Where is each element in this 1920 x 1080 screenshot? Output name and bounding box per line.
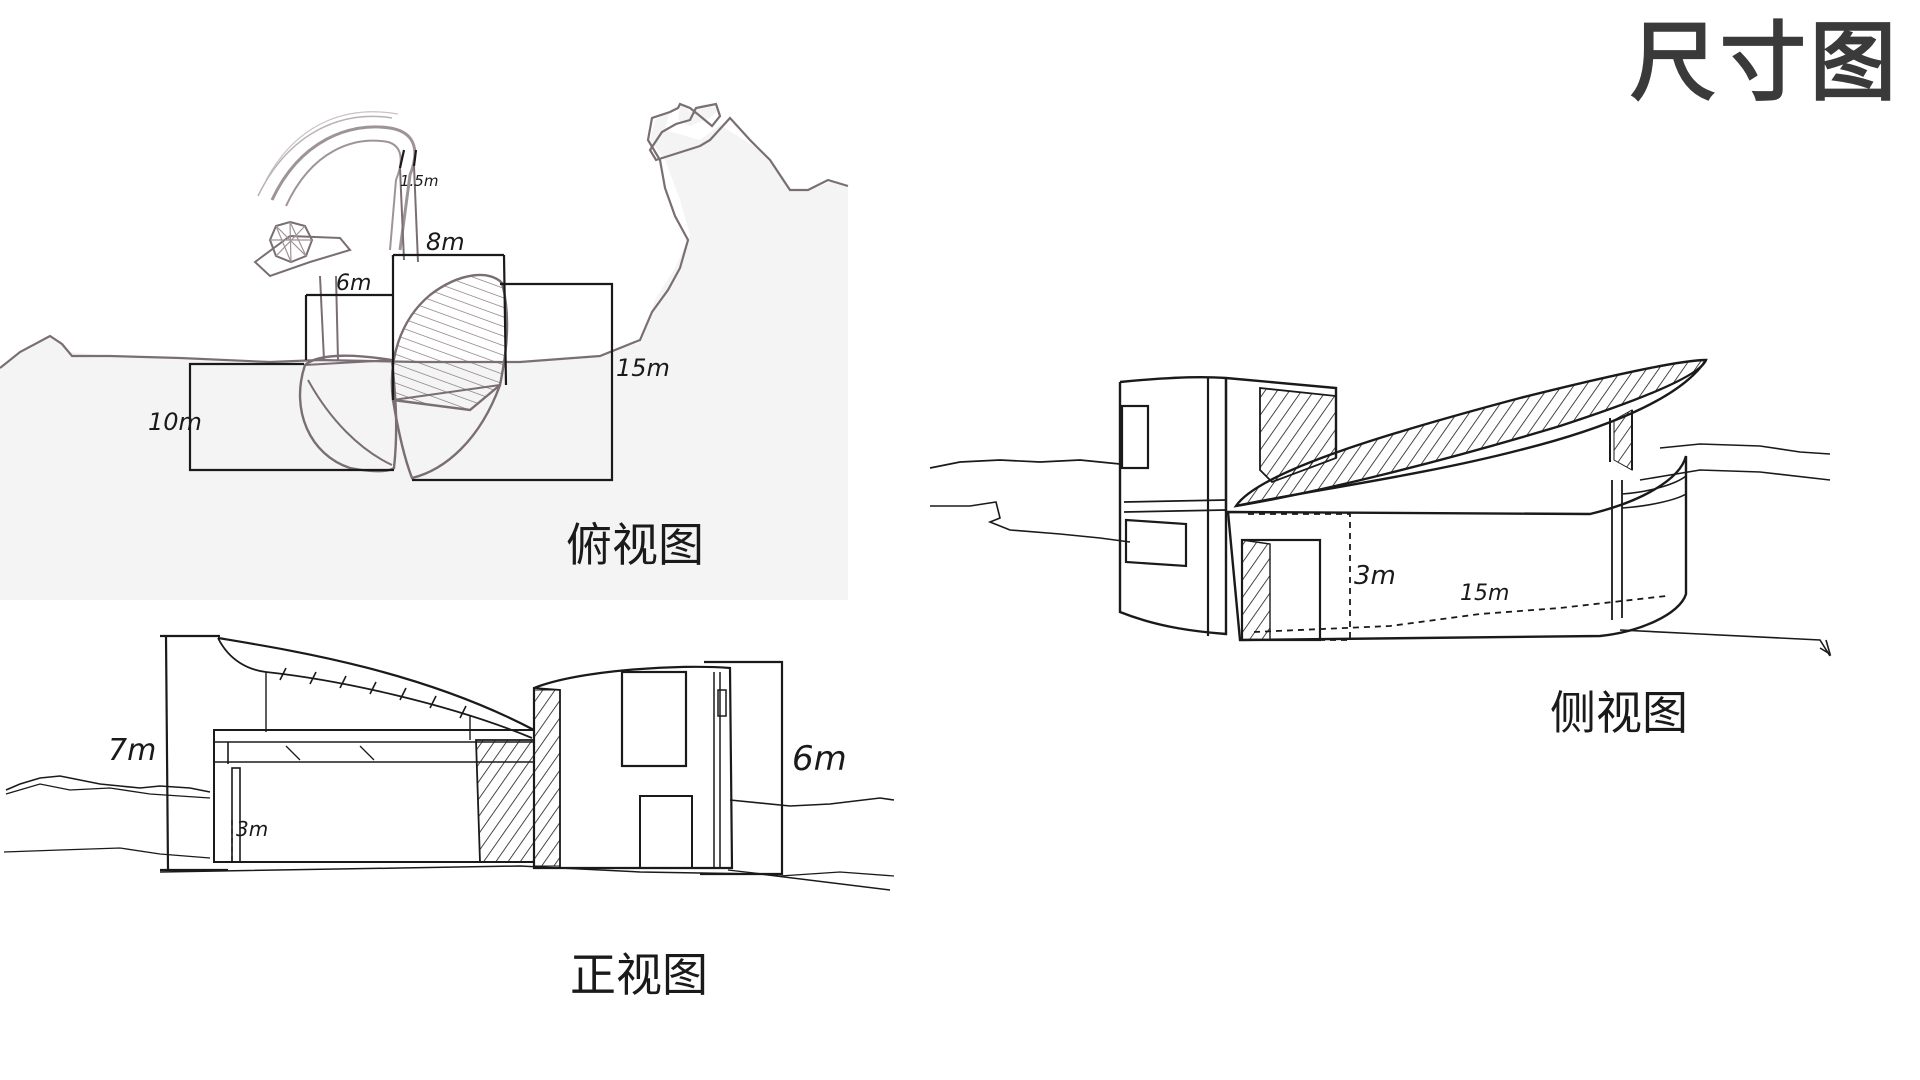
dim-side-3m: 3m [1354,561,1396,591]
plan-entry-pavilion [253,220,352,278]
side-view-caption: 侧视图 [1550,686,1688,740]
front-right-door [639,795,693,869]
dim-front-6m: 6m [792,739,847,779]
side-dimension-lines [1248,513,1667,641]
top-view-caption: 俯视图 [566,518,704,572]
plan-coastline [0,102,849,369]
plan-left-pod [298,354,398,473]
front-right-body [532,665,734,870]
front-view-caption: 正视图 [570,948,708,1002]
dim-plan-8m: 8m [426,228,465,256]
front-terrain [5,775,211,793]
side-tower-window-upper [1120,404,1150,470]
top-view: 1.5m 8m 6m 15m 10m [0,0,849,600]
dim-plan-6m: 6m [336,271,371,296]
dim-front-3m: 3m [236,817,268,841]
dim-front-7m: 7m [108,733,156,768]
plan-dimension-lines [188,149,614,482]
front-right-window [620,670,688,768]
front-view [3,634,895,891]
side-tower-window-lower [1124,518,1188,568]
front-left-roof [217,636,535,731]
side-tower [1118,378,1228,636]
side-body [1226,455,1688,642]
plan-land-area [0,104,848,600]
dim-plan-15m: 15m [616,354,670,382]
side-terrain [929,459,1121,469]
side-view [929,358,1832,657]
dim-plan-10m: 10m [148,408,202,436]
dim-plan-1-5m: 1.5m [400,172,438,190]
page-title: 尺寸图 [1630,13,1900,113]
front-dimension-lines [160,634,784,876]
dim-side-15m: 15m [1460,581,1509,606]
